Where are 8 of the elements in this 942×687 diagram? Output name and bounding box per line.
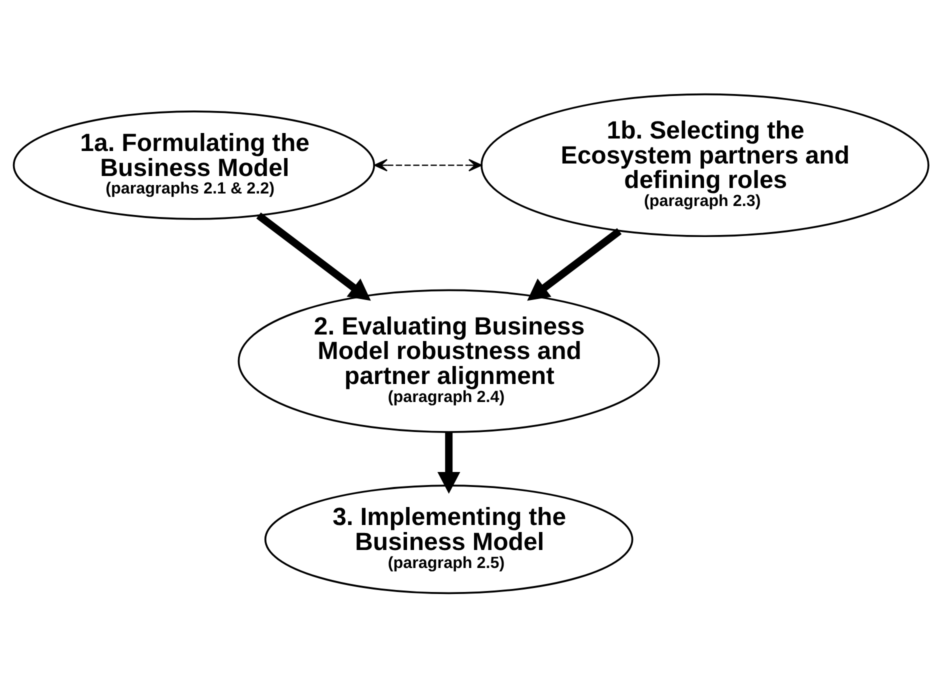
arrow	[374, 158, 482, 172]
node-ellipse: 3. Implementing the Business Model (paragraph 2.5)	[264, 484, 634, 594]
arrow	[437, 432, 460, 494]
arrow	[527, 228, 622, 301]
node-ellipse: 1b. Selecting the Ecosystem partners and defining roles (paragraph 2.3)	[480, 93, 930, 238]
arrow	[256, 212, 371, 301]
node-ellipse: 2. Evaluating Business Model robustness and partner alignment (paragraph 2.4)	[238, 289, 660, 433]
node-ellipse: 1a. Formulating the Business Model (paragraphs 2.1 & 2.2)	[12, 110, 376, 220]
